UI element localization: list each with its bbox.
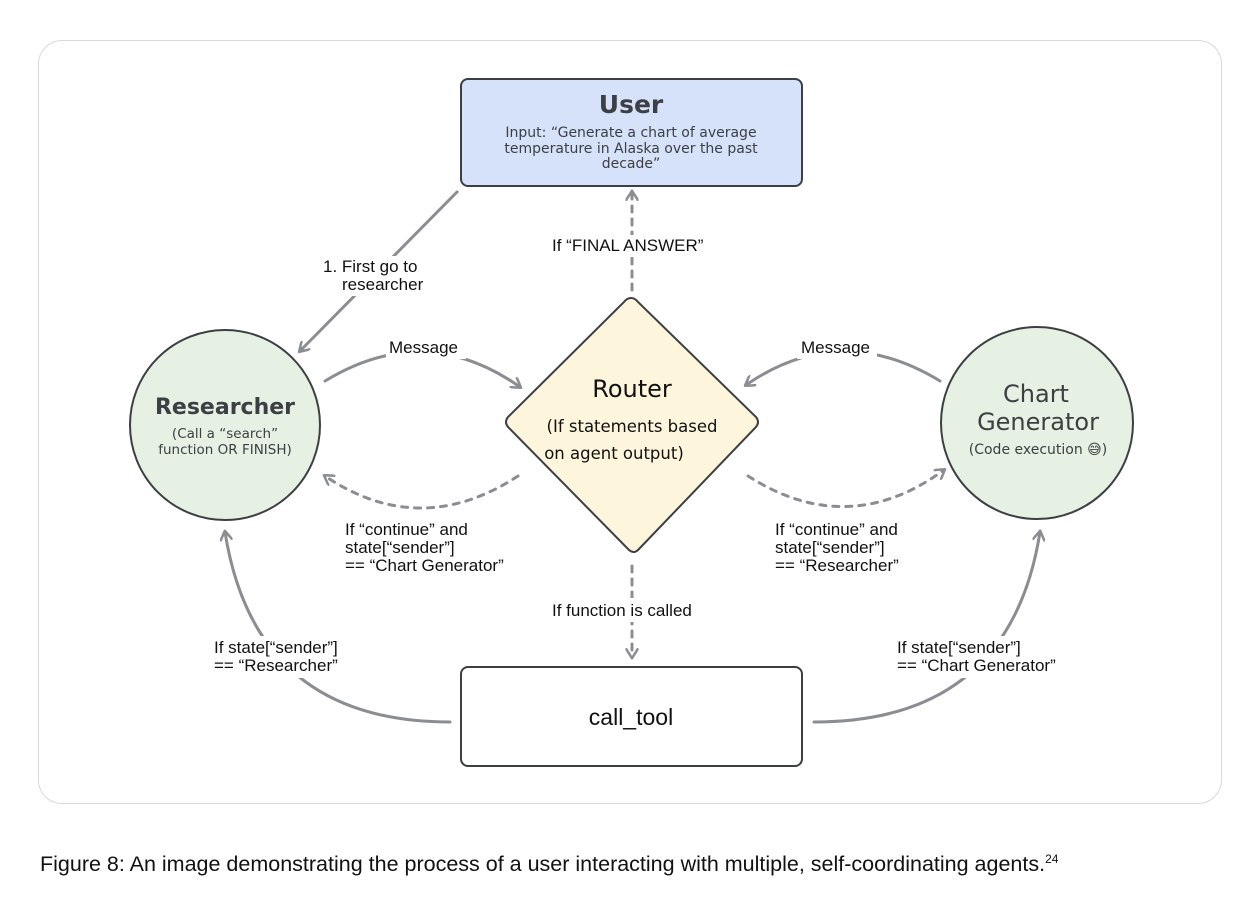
edge-router-to-chart-generator: If “continue” and state[“sender”] == “Re…: [746, 470, 944, 575]
sender-right-line2: == “Chart Generator”: [897, 656, 1056, 675]
continue-right-arrow: [746, 470, 944, 509]
researcher-title: Researcher: [155, 395, 295, 420]
router-node: Router (If statements based on agent out…: [505, 296, 759, 553]
user-box: [460, 78, 803, 187]
researcher-node: Researcher (Call a “search” function OR …: [129, 329, 321, 521]
researcher-line1: (Call a “search”: [172, 426, 278, 442]
chart-generator-node: Chart Generator (Code execution 😅): [940, 326, 1134, 520]
edge-router-to-call-tool: If function is called: [548, 564, 716, 657]
call-tool-box: [460, 666, 803, 767]
continue-right-line2: state[“sender”]: [775, 538, 885, 557]
continue-left-line1: If “continue” and: [345, 520, 468, 539]
continue-right-line1: If “continue” and: [775, 520, 898, 539]
sender-left-line1: If state[“sender”]: [214, 638, 338, 657]
user-node: User Input: “Generate a chart of average…: [460, 78, 803, 187]
user-input-line1: Input: “Generate a chart of average: [505, 125, 756, 141]
figure-caption: Figure 8: An image demonstrating the pro…: [40, 852, 1058, 877]
chart-generator-title-line1: Chart: [1003, 380, 1069, 408]
chart-generator-circle: [940, 326, 1134, 520]
message-right-label: Message: [801, 338, 870, 357]
caption-text: Figure 8: An image demonstrating the pro…: [40, 852, 1046, 877]
edge-router-to-user: If “FINAL ANSWER”: [548, 192, 716, 292]
continue-left-line2: state[“sender”]: [345, 538, 455, 557]
user-input-line3: decade”: [602, 156, 661, 172]
router-line2: on agent output): [544, 444, 684, 463]
final-answer-label: If “FINAL ANSWER”: [552, 236, 704, 255]
caption-footnote: 24: [1045, 852, 1059, 866]
function-called-label: If function is called: [552, 601, 692, 620]
final-answer-label-bg: [548, 235, 716, 257]
edge-chart-generator-to-router: Message: [746, 337, 942, 385]
router-line1: (If statements based: [547, 417, 718, 436]
user-input-line2: temperature in Alaska over the past: [504, 141, 758, 157]
edge-router-to-researcher: If “continue” and state[“sender”] == “Ch…: [325, 476, 520, 575]
chart-generator-title-line2: Generator: [977, 408, 1099, 436]
edge-user-to-researcher: 1. First go to researcher: [300, 190, 459, 351]
researcher-line2: function OR FINISH): [158, 442, 292, 458]
continue-left-arrow: [325, 476, 520, 510]
edge-call-tool-to-researcher: If state[“sender”] == “Researcher”: [210, 532, 452, 724]
message-right-label-bg: [797, 337, 877, 359]
router-diamond: [505, 296, 759, 553]
sender-right-line1: If state[“sender”]: [897, 638, 1021, 657]
edge-call-tool-to-chart-generator: If state[“sender”] == “Chart Generator”: [812, 532, 1076, 724]
researcher-circle: [129, 329, 321, 521]
sender-left-line2: == “Researcher”: [214, 656, 338, 675]
call-tool-node: call_tool: [460, 666, 803, 767]
chart-generator-line1: (Code execution 😅): [969, 442, 1107, 458]
sender-left-label-bg: [210, 636, 362, 678]
sender-right-label-bg: [892, 636, 1076, 678]
message-left-label-bg: [386, 337, 466, 359]
continue-right-line3: == “Researcher”: [775, 556, 899, 575]
first-go-line1: 1. First go to: [323, 257, 417, 276]
first-go-line2: researcher: [342, 275, 424, 294]
message-left-label: Message: [389, 338, 458, 357]
function-called-label-bg: [548, 598, 716, 622]
user-title: User: [599, 90, 664, 119]
continue-left-line3: == “Chart Generator”: [345, 556, 504, 575]
edge-researcher-to-router: Message: [323, 337, 520, 387]
first-go-label-bg: [318, 256, 440, 296]
router-title: Router: [592, 375, 672, 403]
call-tool-title: call_tool: [589, 704, 673, 730]
